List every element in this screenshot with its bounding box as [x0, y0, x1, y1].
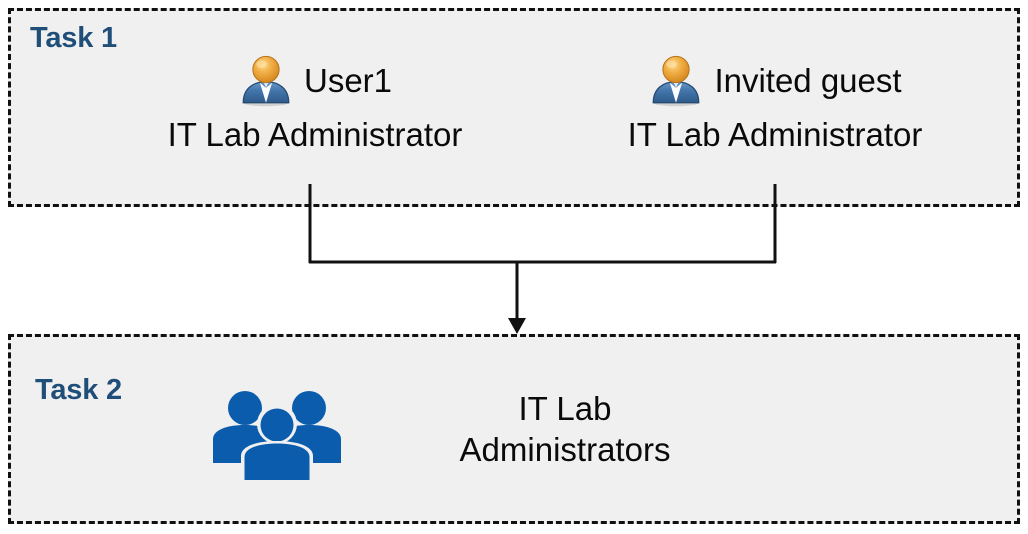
group-name-line-1: IT Lab: [518, 390, 612, 427]
member-user1-row: User1: [120, 52, 510, 108]
member-user1-role: IT Lab Administrator: [167, 116, 463, 153]
task-2-label: Task 2: [35, 374, 122, 406]
member-user1: User1 IT Lab Administrator: [120, 52, 510, 151]
member-invited-guest-role: IT Lab Administrator: [627, 116, 923, 153]
user-icon: [653, 55, 700, 107]
group-name: IT Lab Administrators: [400, 388, 730, 471]
member-invited-guest: Invited guest IT Lab Administrator: [575, 52, 975, 151]
task-1-container: [8, 8, 1020, 207]
task-1-label: Task 1: [30, 22, 117, 54]
group-of-users-icon: [213, 391, 341, 480]
member-user1-name: User1: [303, 61, 393, 99]
task-2-container: [8, 334, 1020, 524]
member-invited-guest-row: Invited guest: [575, 52, 975, 108]
group-name-line-2: Administrators: [459, 431, 671, 469]
member-invited-guest-name: Invited guest: [714, 61, 902, 99]
group-icon-wrapper: [210, 386, 344, 480]
user-icon: [242, 55, 290, 107]
